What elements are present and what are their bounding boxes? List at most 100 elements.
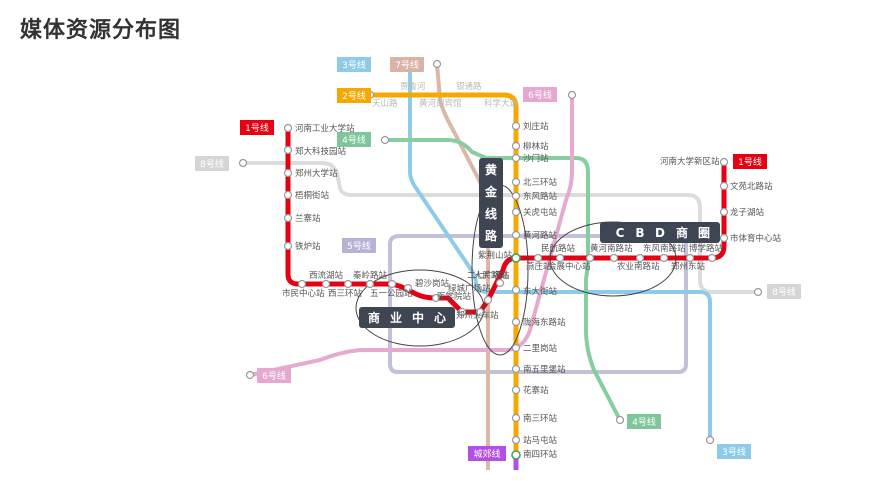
station-dots [238,59,763,460]
svg-text:D: D [655,226,665,240]
svg-text:心: 心 [434,311,446,325]
station-label: 南四环站 [523,449,558,460]
line-7-label: 7号线 [395,59,419,71]
line-8-right-badge: 8号线 [767,284,801,299]
station-label: 铁炉站 [295,241,321,252]
line-1-left-badge: 1号线 [240,120,274,135]
station-dot [343,279,353,289]
station-dot [705,435,715,445]
station-label: 兰寨站 [295,213,321,224]
line-2-label: 2号线 [342,90,366,102]
station-dot [511,153,521,163]
station-label: 燕庄站 [526,261,552,272]
station-label: 博学路站 [689,243,724,254]
station-label: 紫荆山站 [478,250,513,261]
station-dot [475,307,485,317]
station-dot [483,295,493,305]
station-label: 二七广场站 [467,270,510,281]
station-dot [511,141,521,151]
station-dot [283,123,293,133]
station-label: 人民路站 [474,270,509,281]
svg-text:B: B [635,226,644,240]
station-label: 西三环站 [328,288,363,299]
station-dot [635,253,645,263]
shangye-zone-outline [355,269,485,347]
station-label: 刘庄站 [523,121,549,132]
line-4-top-badge: 4号线 [337,132,371,147]
station-label: 梧桐街站 [295,190,330,201]
station-dot [585,253,595,263]
station-dot [753,287,763,297]
station-label: 医学院站 [437,291,472,302]
station-label: 市体育中心站 [730,233,782,244]
station-dot [283,190,293,200]
svg-text:圈: 圈 [698,225,710,240]
station-dot [719,157,729,167]
station-dot [511,207,521,217]
station-label: 东风南路站 [643,243,686,254]
station-label: 南三环站 [523,413,558,424]
station-dot [511,413,521,423]
station-dot [555,253,565,263]
station-label: 南五里堡站 [523,364,566,375]
station-dot [719,233,729,243]
station-dot [245,370,255,380]
station-label: 站马屯站 [523,435,558,446]
line-3-bottom-label: 3号线 [722,446,746,458]
station-label: 银通路 [456,81,482,92]
station-label: 河南大学新区站 [660,156,720,167]
station-label: 二里岗站 [523,343,558,354]
station-dot [659,253,669,263]
line-8-right-label: 8号线 [772,286,796,298]
station-label: 碧沙岗站 [415,278,450,289]
line-8-left-label: 8号线 [200,158,224,170]
line-5-badge: 5号线 [342,238,376,253]
line-1-right-label: 1号线 [738,156,762,168]
station-label: 黄河南路站 [590,243,633,254]
station-label: 陇海东路站 [523,317,566,328]
svg-text:中: 中 [412,310,424,325]
line-7-badge: 7号线 [390,57,424,72]
station-label: 五一公园站 [370,288,413,299]
huangjin-zone-label: 黄 金 线 路 [479,158,503,248]
station-dot [707,253,717,263]
station-dot [511,343,521,353]
station-dot [380,135,390,145]
line-1-right-badge: 1号线 [733,154,767,169]
station-label: 西流湖站 [309,270,344,281]
line-6 [249,95,574,377]
station-dot [283,145,293,155]
station-label: 郑大科技园站 [295,146,347,157]
chengjiao-label: 城郊线 [473,448,500,460]
station-label: 黄河迎宾馆 [419,98,462,109]
station-label: 沙门站 [523,153,549,164]
station-dot [431,293,441,303]
station-label: 市民中心站 [282,288,325,299]
station-dot [511,317,521,327]
line-3-top-label: 3号线 [342,59,366,71]
station-dot [387,279,397,289]
line-4 [385,138,622,421]
svg-text:商: 商 [676,225,688,240]
station-dot [567,90,577,100]
station-label: 科学大道 [484,98,519,109]
station-dot [511,435,521,445]
svg-text:商: 商 [368,310,380,325]
station-label: 贾鲁河 [400,81,426,92]
station-dot [685,253,695,263]
station-dot [511,364,521,374]
line-8-left-badge: 8号线 [195,156,229,171]
line-2-badge: 2号线 [337,88,371,103]
station-dot [615,415,625,425]
station-label: 农业南路站 [617,261,660,272]
station-label: 绿城广场站 [448,283,491,294]
line-8 [243,161,758,294]
station-label: 北三环站 [523,177,558,188]
chengjiao-badge: 城郊线 [468,446,506,461]
station-dot [283,241,293,251]
station-label: 黄河路站 [523,230,558,241]
svg-text:业: 业 [390,310,402,325]
station-label: 东风路站 [523,191,558,202]
station-label: 天山路 [372,98,398,109]
